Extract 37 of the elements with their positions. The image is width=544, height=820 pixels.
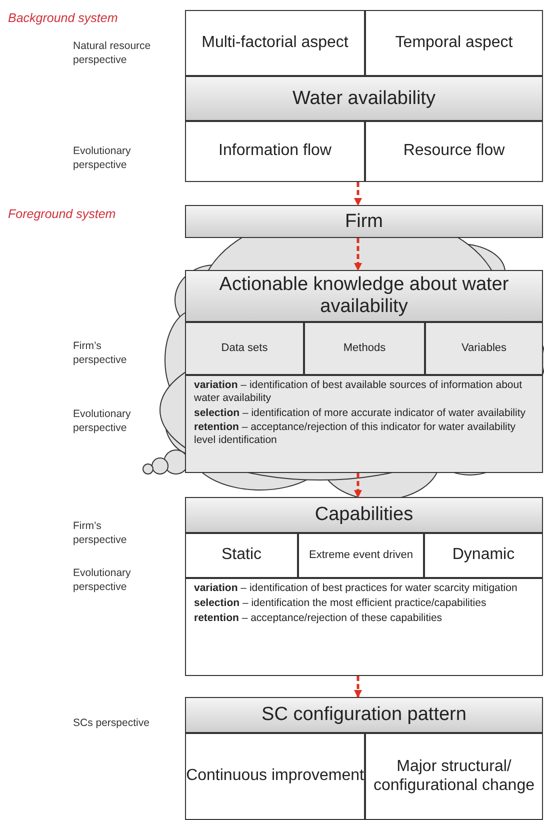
side-label: Firm’s perspective (73, 340, 128, 368)
arrow (354, 238, 362, 271)
header-band: Capabilities (185, 497, 543, 533)
side-label: Natural resource perspective (73, 40, 152, 68)
header-band: Water availability (185, 76, 543, 121)
header-band: Actionable knowledge about water availability (185, 270, 543, 322)
side-label: SCs perspective (73, 717, 150, 731)
arrow (354, 473, 362, 498)
side-label: Firm’s perspective (73, 520, 128, 548)
definition-text: selection – identification of more accurate indicator of water availability (194, 406, 527, 420)
definition-text: retention – acceptance/rejection of this indicator for water availability level identification (194, 421, 517, 447)
side-label: Evolutionary perspective (73, 408, 132, 436)
text-panel (185, 578, 543, 676)
definition-text: variation – identification of best practices for water scarcity mitigation (194, 582, 518, 595)
side-label: Evolutionary perspective (73, 145, 132, 172)
table-cell: Continuous improvement (185, 733, 365, 820)
text-panel (185, 375, 543, 473)
header-band: SC configuration pattern (185, 697, 543, 733)
definition-text: selection – identification the most efficient practice/capabilities (194, 596, 488, 610)
section-heading: Foreground system (8, 206, 117, 222)
table-cell: Multi-factorial aspect (185, 10, 365, 76)
section-heading: Background system (8, 10, 119, 26)
header-band: Firm (185, 205, 543, 238)
side-label: Evolutionary perspective (73, 567, 132, 594)
table-cell: Methods (304, 322, 425, 375)
table-cell: Resource flow (365, 121, 543, 182)
table-cell: Dynamic (424, 533, 543, 578)
table-cell: Variables (425, 322, 543, 375)
definition-text: retention – acceptance/rejection of these capabilities (194, 612, 444, 624)
table-cell: Extreme event driven (298, 533, 424, 578)
table-cell: Static (185, 533, 298, 578)
arrow (354, 676, 362, 698)
table-cell: Information flow (185, 121, 365, 182)
table-cell: Major structural/ configurational change (365, 733, 543, 820)
table-cell: Data sets (185, 322, 304, 375)
arrow (354, 182, 362, 206)
table-cell: Temporal aspect (365, 10, 543, 76)
